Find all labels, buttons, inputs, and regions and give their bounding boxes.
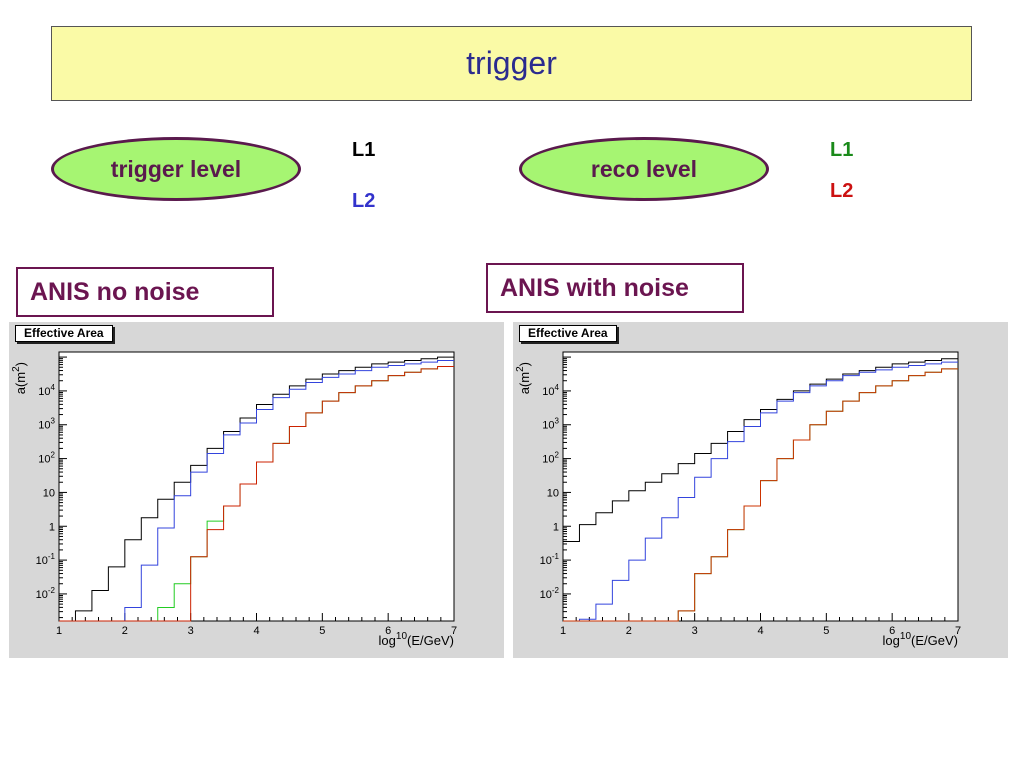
y-tick-label: 1 <box>553 521 559 533</box>
series-line-3 <box>563 368 958 622</box>
x-axis-title: log10(E/GeV) <box>883 631 958 648</box>
series-line-3 <box>59 366 454 622</box>
x-axis-title: log10(E/GeV) <box>379 631 454 648</box>
y-tick-label: 10-2 <box>36 586 56 601</box>
box-anis-no-noise: ANIS no noise <box>16 267 274 317</box>
series-line-1 <box>59 359 454 622</box>
y-tick-label: 10-1 <box>540 552 560 567</box>
y-tick-label: 104 <box>38 383 55 398</box>
x-tick-label: 5 <box>823 625 829 637</box>
y-axis-title: a(m2) <box>515 362 532 394</box>
trigger-level-pill: trigger level <box>51 137 301 201</box>
y-tick-label: 1 <box>49 521 55 533</box>
x-tick-label: 2 <box>626 625 632 637</box>
y-tick-label: 102 <box>38 451 55 466</box>
box-anis-with-noise: ANIS with noise <box>486 263 744 313</box>
x-tick-label: 7 <box>451 625 457 637</box>
y-tick-label: 103 <box>38 417 55 432</box>
y-tick-label: 10-1 <box>36 552 56 567</box>
x-tick-label: 2 <box>122 625 128 637</box>
legend-left-l2: L2 <box>352 190 376 212</box>
x-tick-label: 3 <box>692 625 698 637</box>
legend-left-l1: L1 <box>352 139 376 161</box>
x-tick-label: 3 <box>188 625 194 637</box>
x-tick-label: 6 <box>889 625 895 637</box>
y-tick-label: 103 <box>542 417 559 432</box>
y-tick-label: 104 <box>542 383 559 398</box>
x-tick-label: 1 <box>560 625 566 637</box>
chart-right-title: Effective Area <box>519 325 617 342</box>
x-tick-label: 4 <box>253 625 259 637</box>
reco-level-pill: reco level <box>519 137 769 201</box>
y-tick-label: 10-2 <box>540 586 560 601</box>
y-tick-label: 10 <box>547 487 559 499</box>
legend-right-l2: L2 <box>830 180 854 202</box>
x-tick-label: 4 <box>757 625 763 637</box>
x-tick-label: 1 <box>56 625 62 637</box>
y-tick-label: 102 <box>542 451 559 466</box>
legend-right-l1: L1 <box>830 139 854 161</box>
page-title: trigger <box>466 45 557 81</box>
x-tick-label: 7 <box>955 625 961 637</box>
chart-left-title: Effective Area <box>15 325 113 342</box>
x-tick-label: 6 <box>385 625 391 637</box>
series-line-1 <box>563 361 958 622</box>
title-bar: trigger <box>51 26 972 101</box>
y-axis-title: a(m2) <box>11 362 28 394</box>
plot-area <box>58 351 455 622</box>
y-tick-label: 10 <box>43 487 55 499</box>
x-tick-label: 5 <box>319 625 325 637</box>
